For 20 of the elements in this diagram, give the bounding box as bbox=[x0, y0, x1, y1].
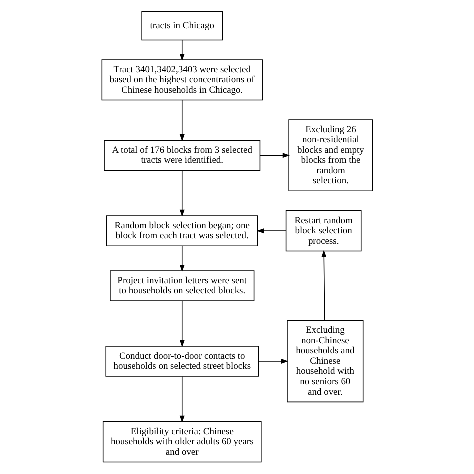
node-box: Excluding non-Chinese households and Chinese household with no seniors 60 and over. bbox=[286, 320, 364, 403]
arrow bbox=[179, 40, 184, 62]
arrow bbox=[179, 376, 184, 424]
arrow bbox=[179, 170, 184, 218]
node-box: A total of 176 blocks from 3 selected tracts were identified. bbox=[104, 140, 260, 172]
node-box: tracts in Chicago bbox=[141, 11, 223, 41]
node-box: Tract 3401,3402,3403 were selected based on the highest concentrations of Chinese households in Chicago. bbox=[101, 60, 262, 101]
node-box: Eligibility criteria: Chinese households with older adults 60 years and over bbox=[102, 422, 262, 463]
arrow bbox=[179, 300, 184, 348]
node-box: Random block selection began; one block from each tract was selected. bbox=[106, 216, 258, 246]
node-box: Excluding 26 non-residential blocks and empty blocks from the random selection. bbox=[288, 120, 373, 192]
arrow bbox=[260, 153, 290, 158]
arrow bbox=[321, 250, 326, 322]
arrow bbox=[256, 228, 286, 234]
node-box: Restart random block selection process. bbox=[285, 210, 362, 252]
arrow bbox=[179, 246, 184, 272]
node-box: Conduct door-to-door contacts to households on selected street blocks bbox=[105, 346, 259, 377]
arrow bbox=[258, 358, 288, 364]
node-box: Project invitation letters were sent to households on selected blocks. bbox=[110, 270, 254, 302]
arrow bbox=[179, 100, 184, 142]
